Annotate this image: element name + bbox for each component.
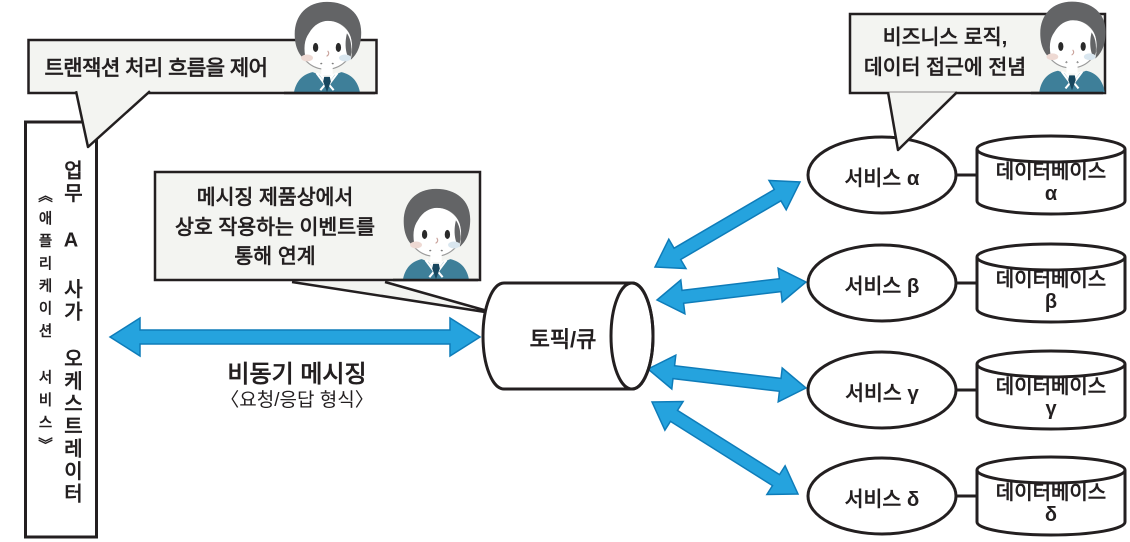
orchestrator-box	[24, 120, 98, 539]
bubble-business-text: 비즈니스 로직, 데이터 접근에 전념	[852, 23, 1038, 82]
service-row-delta	[806, 455, 1127, 537]
db-name: 데이터베이스	[995, 161, 1107, 183]
async-messaging-subtitle: 〈요청/응답 형식〉	[220, 390, 374, 411]
async-messaging-arrow	[108, 316, 482, 358]
db-suffix: γ	[1045, 398, 1057, 420]
service-ellipse-beta	[806, 243, 958, 323]
topic-queue-cylinder-cap	[609, 281, 655, 391]
service-row-gamma	[806, 349, 1127, 431]
bubble-messaging-line1: 메시징 제품상에서	[196, 186, 354, 209]
db-cylinder-delta	[975, 470, 1127, 537]
service-ellipse-delta	[806, 456, 958, 536]
db-cylinder-top-delta	[975, 455, 1127, 485]
db-label-delta: 데이터베이스 δ	[977, 482, 1125, 526]
person-icon	[292, 0, 363, 94]
person-icon	[401, 187, 472, 281]
service-row-alpha	[806, 134, 1127, 216]
bubble-messaging-line2: 상호 작용하는 이벤트를	[175, 215, 375, 239]
orchestrator-subtitle: 《애플리케이션 서비스》	[36, 188, 52, 460]
bubble-business-line2: 데이터 접근에 전념	[863, 55, 1027, 79]
bubble-messaging-tail	[291, 280, 500, 316]
db-suffix: β	[1044, 291, 1058, 313]
bubble-transaction-text: 트랜잭션 처리 흐름을 제어	[44, 57, 268, 80]
db-name: 데이터베이스	[995, 376, 1107, 398]
service-label-gamma: 서비스 γ	[845, 382, 919, 405]
async-messaging-title: 비동기 메시징	[227, 361, 367, 388]
db-cylinder-alpha	[975, 149, 1127, 216]
person-icon	[1038, 0, 1107, 93]
db-name: 데이터베이스	[995, 269, 1107, 291]
db-name: 데이터베이스	[995, 482, 1107, 504]
db-cylinder-top-gamma	[975, 349, 1127, 379]
db-label-alpha: 데이터베이스 α	[977, 161, 1125, 205]
service-ellipse-gamma	[806, 350, 958, 430]
bubble-messaging-text: 메시징 제품상에서 상호 작용하는 이벤트를 통해 연계	[158, 183, 392, 272]
db-label-beta: 데이터베이스 β	[977, 269, 1125, 313]
service-label-delta: 서비스 δ	[844, 488, 920, 511]
db-suffix: α	[1044, 183, 1058, 205]
arrow-topic-service-alpha	[653, 179, 802, 270]
db-cylinder-beta	[975, 257, 1127, 324]
arrow-topic-service-beta	[655, 266, 808, 316]
service-label-alpha: 서비스 α	[844, 167, 920, 190]
service-row-beta	[806, 242, 1127, 324]
db-suffix: δ	[1044, 504, 1058, 526]
db-cylinder-top-alpha	[975, 134, 1127, 164]
db-cylinder-top-beta	[975, 242, 1127, 272]
arrow-topic-service-gamma	[646, 353, 808, 404]
bubble-messaging	[153, 170, 500, 316]
bubble-business-tail	[886, 91, 958, 152]
bubble-transaction	[27, 0, 378, 149]
service-ellipse-alpha	[806, 135, 958, 215]
bubble-business-line1: 비즈니스 로직,	[882, 26, 1008, 49]
db-label-gamma: 데이터베이스 γ	[977, 376, 1125, 420]
bubble-messaging-line3: 통해 연계	[234, 245, 316, 268]
orchestrator-title: 업무 A 사가 오케스트레이터	[60, 160, 82, 506]
bubble-transaction-tail	[74, 90, 151, 149]
db-cylinder-gamma	[975, 364, 1127, 431]
arrow-topic-service-delta	[650, 400, 800, 496]
topic-queue-label: 토픽/큐	[529, 327, 597, 352]
service-label-beta: 서비스 β	[844, 275, 920, 298]
bubble-business	[848, 0, 1107, 152]
